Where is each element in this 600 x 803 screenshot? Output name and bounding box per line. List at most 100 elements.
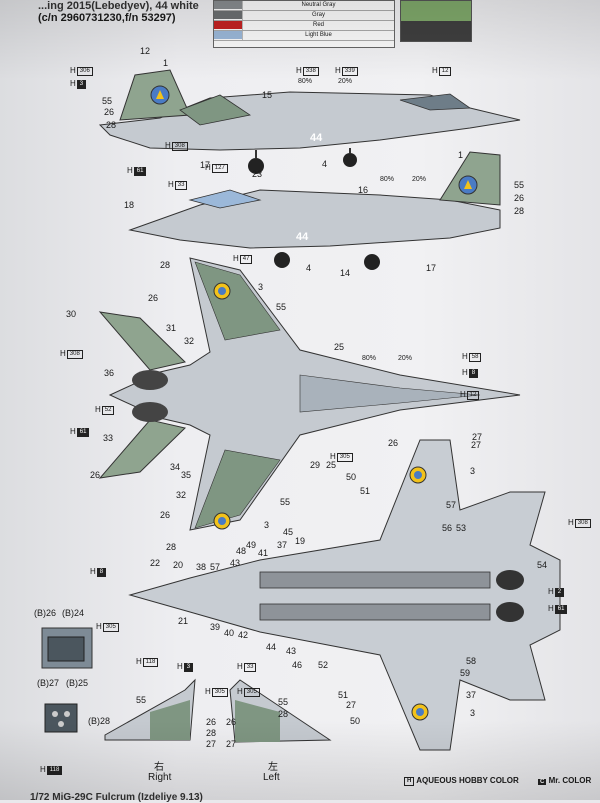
callout-19-u: 19	[295, 536, 306, 546]
cockpit-label-b25: (B)25	[66, 678, 89, 688]
callout-51-u2: 51	[338, 690, 349, 700]
callout-36-t: 36	[104, 368, 115, 378]
cockpit-tub	[41, 627, 93, 669]
kit-title: 1/72 MiG-29C Fulcrum (Izdeliye 9.13)	[30, 792, 203, 803]
callout-27-t: 27	[472, 432, 483, 442]
paint-row-2: Gray	[214, 11, 394, 21]
color-name: Red	[242, 21, 394, 30]
callout-57-u2: 57	[210, 562, 221, 572]
scheme-header-line2: (c/n 2960731230,f/n 53297)	[38, 12, 176, 24]
callout-33-t: 33	[103, 433, 114, 443]
legend-mr-color: C Mr. COLOR	[538, 776, 592, 785]
callout-1: 1	[163, 58, 169, 68]
scheme-header-line1: ...ing 2015(Lebedyev), 44 white	[38, 0, 199, 12]
tail-callout-55-l: 55	[278, 697, 289, 707]
callout-25-t2: 25	[334, 342, 345, 352]
callout-52-u: 52	[318, 660, 329, 670]
swatch-gray	[214, 11, 242, 19]
callout-55-b: 55	[514, 180, 525, 190]
callout-55: 55	[102, 96, 113, 106]
callout-26-t: 26	[148, 293, 159, 303]
scheme-header: ...ing 2015(Lebedyev), 44 white (c/n 296…	[38, 0, 199, 24]
callout-39-u: 39	[210, 622, 221, 632]
callout-50-u: 50	[346, 472, 357, 482]
paint-color-table: Neutral Gray Gray Red Light Blue	[213, 0, 395, 48]
callout-29-t: 29	[310, 460, 321, 470]
callout-17: 17	[200, 160, 211, 170]
callout-28-b: 28	[514, 206, 525, 216]
tail-callout-55-r: 55	[136, 695, 147, 705]
callout-30-t: 30	[66, 309, 77, 319]
callout-57-u: 57	[446, 500, 457, 510]
callout-26-t2: 26	[90, 470, 101, 480]
callout-12: 12	[140, 46, 151, 56]
bottom-view-aircraft	[128, 439, 561, 751]
callout-47-u: 37	[277, 540, 288, 550]
tail-right-en: Right	[148, 772, 172, 783]
callout-26: 26	[104, 107, 115, 117]
callout-18: 18	[124, 200, 135, 210]
color-name: Gray	[242, 11, 394, 20]
callout-43-u2: 43	[286, 646, 297, 656]
side-view-bottom-aircraft: 44	[128, 151, 501, 270]
tail-fin-left	[229, 679, 332, 743]
callout-42-u: 42	[238, 630, 249, 640]
top-view-aircraft	[98, 257, 521, 531]
ratio-20-b: 20%	[412, 176, 427, 183]
callout-55-t: 55	[276, 302, 287, 312]
callout-35-t: 35	[181, 470, 192, 480]
color-chip-corner	[400, 0, 472, 42]
tail-callout-28-r: 28	[206, 728, 217, 738]
cockpit-label-b27: (B)27	[37, 678, 60, 688]
callout-51-u: 51	[360, 486, 371, 496]
tail-callout-26-r: 26	[206, 717, 217, 727]
callout-38-u: 38	[196, 562, 207, 572]
callout-54-u: 54	[537, 560, 548, 570]
tail-left-en: Left	[263, 772, 280, 783]
callout-20-u: 20	[173, 560, 184, 570]
swatch-light-blue	[214, 31, 242, 39]
ratio-80-b: 80%	[380, 176, 395, 183]
callout-26-b: 26	[514, 193, 525, 203]
callout-40-u: 40	[224, 628, 235, 638]
callout-45-u: 45	[283, 527, 294, 537]
cockpit-label-b24: (B)24	[62, 608, 85, 618]
callout-4: 4	[322, 159, 328, 169]
callout-17-b: 17	[426, 263, 437, 273]
callout-48-u: 48	[236, 546, 247, 556]
legend-aqueous-hobby-color: H AQUEOUS HOBBY COLOR	[403, 776, 519, 786]
color-name: Light Blue	[242, 31, 394, 40]
callout-15: 15	[262, 90, 273, 100]
paint-row-4: Light Blue	[214, 31, 394, 41]
callout-26-t4: 26	[388, 438, 399, 448]
callout-21-u: 21	[178, 616, 189, 626]
swatch-red	[214, 21, 242, 29]
callout-26-t3: 26	[160, 510, 171, 520]
tail-callout-27-r: 27	[206, 739, 217, 749]
callout-34-t: 34	[170, 462, 181, 472]
callout-41-u: 41	[258, 548, 269, 558]
callout-27-u: 27	[471, 440, 482, 450]
paint-row-3: Red	[214, 21, 394, 31]
color-name: Neutral Gray	[242, 1, 394, 10]
ratio-80: 80%	[298, 78, 313, 85]
callout-27-u2: 27	[346, 700, 357, 710]
tail-callout-27-l: 27	[226, 739, 237, 749]
